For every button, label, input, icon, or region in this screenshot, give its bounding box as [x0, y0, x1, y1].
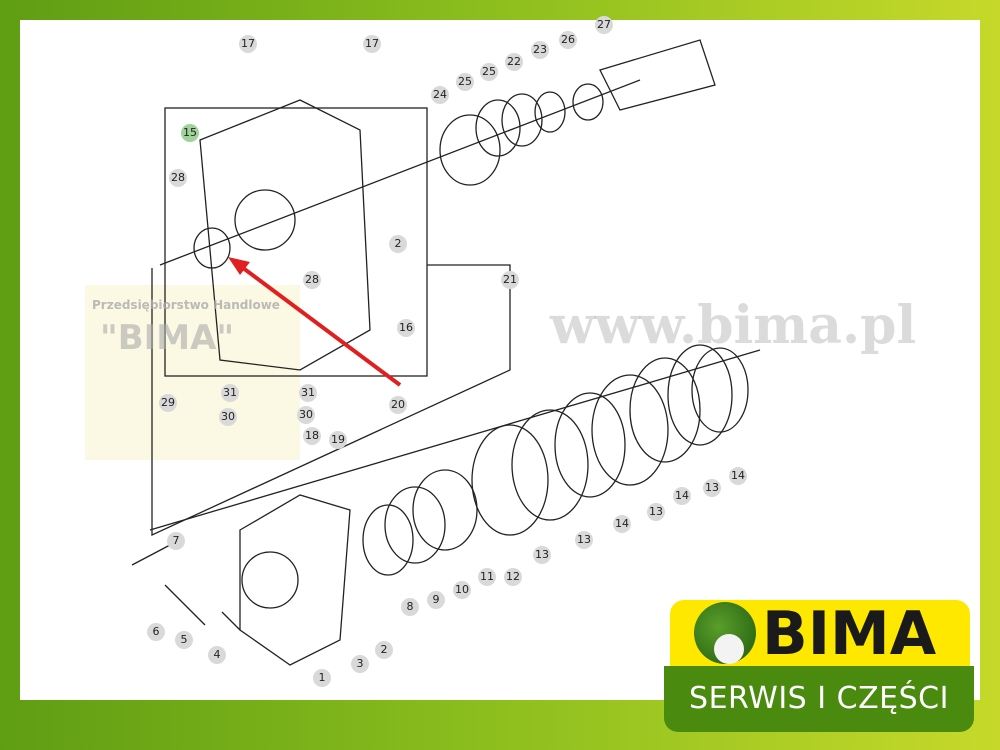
callout: 13	[533, 546, 551, 564]
callout: 22	[505, 53, 523, 71]
callout: 20	[389, 396, 407, 414]
callout: 19	[329, 431, 347, 449]
callout: 2	[389, 235, 407, 253]
bima-logo: BIMA SERWIS I CZĘŚCI	[664, 596, 974, 736]
watermark-url: www.bima.pl	[550, 295, 917, 356]
callout: 2	[375, 641, 393, 659]
callout: 16	[397, 319, 415, 337]
callout: 31	[221, 384, 239, 402]
callout: 25	[456, 73, 474, 91]
piston-housing-part	[239, 494, 351, 666]
callout: 27	[595, 16, 613, 34]
callout: 8	[401, 598, 419, 616]
callout: 18	[303, 427, 321, 445]
callout: 28	[169, 169, 187, 187]
callout: 12	[504, 568, 522, 586]
highlight-arrow-line	[233, 260, 402, 387]
callout: 17	[363, 35, 381, 53]
callout: 7	[167, 532, 185, 550]
callout: 31	[299, 384, 317, 402]
callout: 28	[303, 271, 321, 289]
callout: 30	[297, 406, 315, 424]
callout: 25	[480, 63, 498, 81]
logo-white-ball-icon	[714, 634, 744, 664]
callout: 9	[427, 591, 445, 609]
callout: 26	[559, 31, 577, 49]
callout: 3	[351, 655, 369, 673]
watermark-name: "BIMA"	[100, 318, 235, 358]
callout: 11	[478, 568, 496, 586]
callout: 14	[673, 487, 691, 505]
callout-highlighted: 15	[181, 124, 199, 142]
callout: 23	[531, 41, 549, 59]
callout: 24	[431, 86, 449, 104]
callout: 13	[647, 503, 665, 521]
callout: 13	[575, 531, 593, 549]
callout: 1	[313, 669, 331, 687]
callout: 14	[613, 515, 631, 533]
clutch-group-frame	[151, 264, 511, 537]
watermark-box	[85, 285, 300, 460]
callout: 4	[208, 646, 226, 664]
callout: 10	[453, 581, 471, 599]
callout: 17	[239, 35, 257, 53]
callout: 14	[729, 467, 747, 485]
shaft-part	[599, 39, 716, 111]
logo-tagline: SERWIS I CZĘŚCI	[664, 666, 974, 732]
callout: 30	[219, 408, 237, 426]
logo-name: BIMA	[762, 599, 937, 669]
callout: 5	[175, 631, 193, 649]
callout: 29	[159, 394, 177, 412]
housing-group-frame	[164, 107, 428, 377]
callout: 21	[501, 271, 519, 289]
callout: 6	[147, 623, 165, 641]
callout: 13	[703, 479, 721, 497]
watermark-company: Przedsiębiorstwo Handlowe	[92, 298, 280, 312]
highlight-arrowhead	[228, 257, 250, 275]
